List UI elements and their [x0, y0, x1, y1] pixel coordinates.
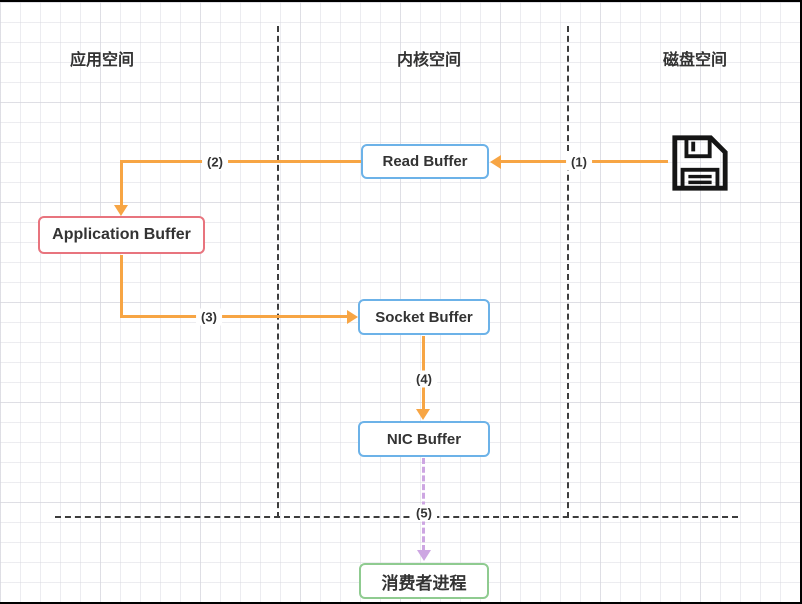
edge-2-label: (2): [202, 153, 228, 171]
edge-3-arrowhead-right: [347, 310, 358, 324]
edge-5-label: (5): [411, 504, 437, 522]
node-read-buffer: Read Buffer: [361, 144, 489, 179]
column-header-kernel-space: 内核空间: [396, 52, 462, 69]
floppy-disk-icon: [669, 132, 731, 194]
edge-1-arrowhead-left: [490, 155, 501, 169]
node-application-buffer: Application Buffer: [38, 216, 205, 254]
edge-1-label: (1): [566, 153, 592, 171]
divider-app-kernel: [277, 26, 279, 518]
edge-4-label: (4): [411, 370, 437, 388]
edge-3-line-horizontal: [120, 315, 347, 318]
node-nic-buffer: NIC Buffer: [358, 421, 490, 457]
edge-4-arrowhead-down: [416, 409, 430, 420]
edge-5-arrowhead-down: [417, 550, 431, 561]
node-consumer-process: 消费者进程: [359, 563, 489, 599]
edge-2-line-horizontal: [122, 160, 361, 163]
node-socket-buffer: Socket Buffer: [358, 299, 490, 335]
divider-bottom-horizontal: [55, 516, 738, 518]
edge-2-line-vertical: [120, 160, 123, 206]
divider-kernel-disk: [567, 26, 569, 518]
column-header-disk-space: 磁盘空间: [662, 52, 728, 69]
column-header-application-space: 应用空间: [69, 52, 135, 69]
edge-3-label: (3): [196, 308, 222, 326]
edge-2-arrowhead-down: [114, 205, 128, 216]
edge-3-line-vertical: [120, 255, 123, 317]
